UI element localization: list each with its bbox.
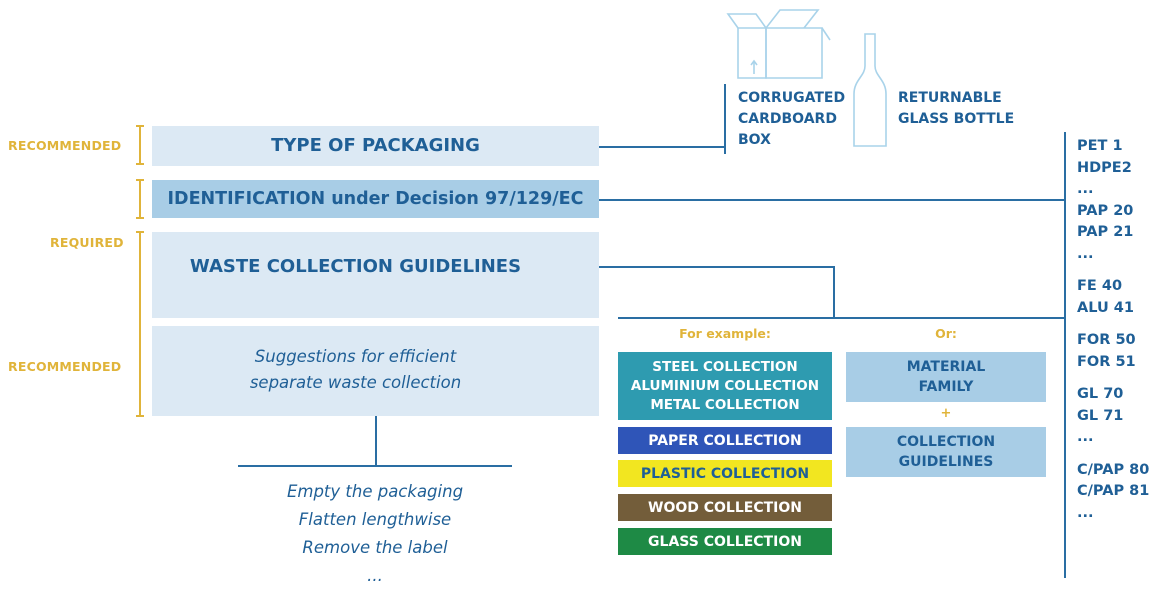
collection-line: PAPER COLLECTION [648,432,802,449]
code-item: PAP 21 [1077,224,1134,240]
identification-codes-list: PET 1 HDPE2 ... PAP 20 PAP 21 ... FE 40 … [1077,136,1157,524]
connector-identification [599,199,1064,201]
tip-item: Flatten lengthwise [298,510,452,529]
bottle-line: GLASS BOTTLE [898,111,1015,127]
collection-line: GLASS COLLECTION [648,533,802,550]
cardboard-box-text: CORRUGATED CARDBOARD BOX [738,88,845,151]
cardboard-line: BOX [738,132,771,148]
type-of-packaging-label: TYPE OF PACKAGING [271,135,480,156]
collection-guidelines-box: COLLECTION GUIDELINES [846,427,1046,477]
collection-plastic: PLASTIC COLLECTION [618,460,832,487]
connector-packaging-bracket [724,84,726,154]
connector-waste-h1 [599,266,833,268]
identification-label: IDENTIFICATION under Decision 97/129/EC [167,189,584,209]
collection-line: PLASTIC COLLECTION [640,465,810,482]
code-item: FE 40 [1077,278,1123,294]
code-item: C/PAP 80 [1077,461,1150,478]
glass-bottle-icon [853,33,887,147]
code-item: GL 71 [1077,407,1124,424]
collection-glass: GLASS COLLECTION [618,528,832,555]
cardboard-line: CORRUGATED [738,90,846,106]
code-item: C/PAP 81 [1077,483,1150,499]
code-item: GL 70 [1077,386,1124,402]
connector-tips-horizontal [238,465,512,467]
code-item: ALU 41 [1077,299,1134,316]
code-item: HDPE2 [1077,159,1132,176]
tip-item: Empty the packaging [286,482,464,501]
code-item: PET 1 [1077,138,1123,154]
plus-sign: + [940,406,952,421]
code-item: PAP 20 [1077,202,1134,219]
label-recommended-bottom: RECOMMENDED [8,359,122,374]
bracket-recommended-top [136,125,144,165]
collection-guidelines-line: COLLECTION [896,434,996,450]
material-family-line: MATERIAL [906,359,986,375]
bracket-identification [136,179,144,219]
collection-line: STEEL COLLECTION [652,358,798,375]
material-family-line: FAMILY [918,379,974,395]
tips-list: Empty the packaging Flatten lengthwise R… [238,478,512,590]
cardboard-line: CARDBOARD [738,111,837,127]
label-required: REQUIRED [50,235,124,250]
connector-type-packaging [599,146,726,148]
or-label: Or: [935,326,957,341]
type-of-packaging-box: TYPE OF PACKAGING [152,126,599,166]
code-item: ... [1077,245,1094,262]
suggestions-box: Suggestions for efficient separate waste… [152,326,599,416]
connector-waste-v [833,266,835,318]
collection-guidelines-line: GUIDELINES [898,454,994,470]
connector-tips-vertical [375,416,377,466]
collection-line: ALUMINIUM COLLECTION [630,377,820,394]
collection-line: WOOD COLLECTION [648,499,802,516]
suggestions-line-1: Suggestions for efficient [254,347,457,366]
for-example-label: For example: [679,326,771,341]
label-recommended-top: RECOMMENDED [8,138,122,153]
waste-collection-box: WASTE COLLECTION GUIDELINES [152,232,599,318]
code-item: ... [1077,429,1094,445]
connector-waste-h2 [618,317,1064,319]
collection-line: METAL COLLECTION [650,396,800,413]
collection-paper: PAPER COLLECTION [618,427,832,454]
codes-bracket-line [1064,132,1066,578]
collection-wood: WOOD COLLECTION [618,494,832,521]
bracket-required [136,231,144,417]
code-item: ... [1077,504,1094,521]
suggestions-line-2: separate waste collection [249,373,462,392]
code-item: ... [1077,181,1094,197]
glass-bottle-text: RETURNABLE GLASS BOTTLE [898,88,1014,130]
material-family-box: MATERIAL FAMILY [846,352,1046,402]
code-item: FOR 51 [1077,353,1136,370]
bottle-line: RETURNABLE [898,90,1002,106]
collection-metal: STEEL COLLECTION ALUMINIUM COLLECTION ME… [618,352,832,420]
tip-item: ... [367,566,383,585]
tip-item: Remove the label [302,538,448,557]
identification-box: IDENTIFICATION under Decision 97/129/EC [152,180,599,218]
waste-collection-label: WASTE COLLECTION GUIDELINES [189,256,522,277]
cardboard-box-icon [726,9,831,79]
code-item: FOR 50 [1077,332,1136,348]
